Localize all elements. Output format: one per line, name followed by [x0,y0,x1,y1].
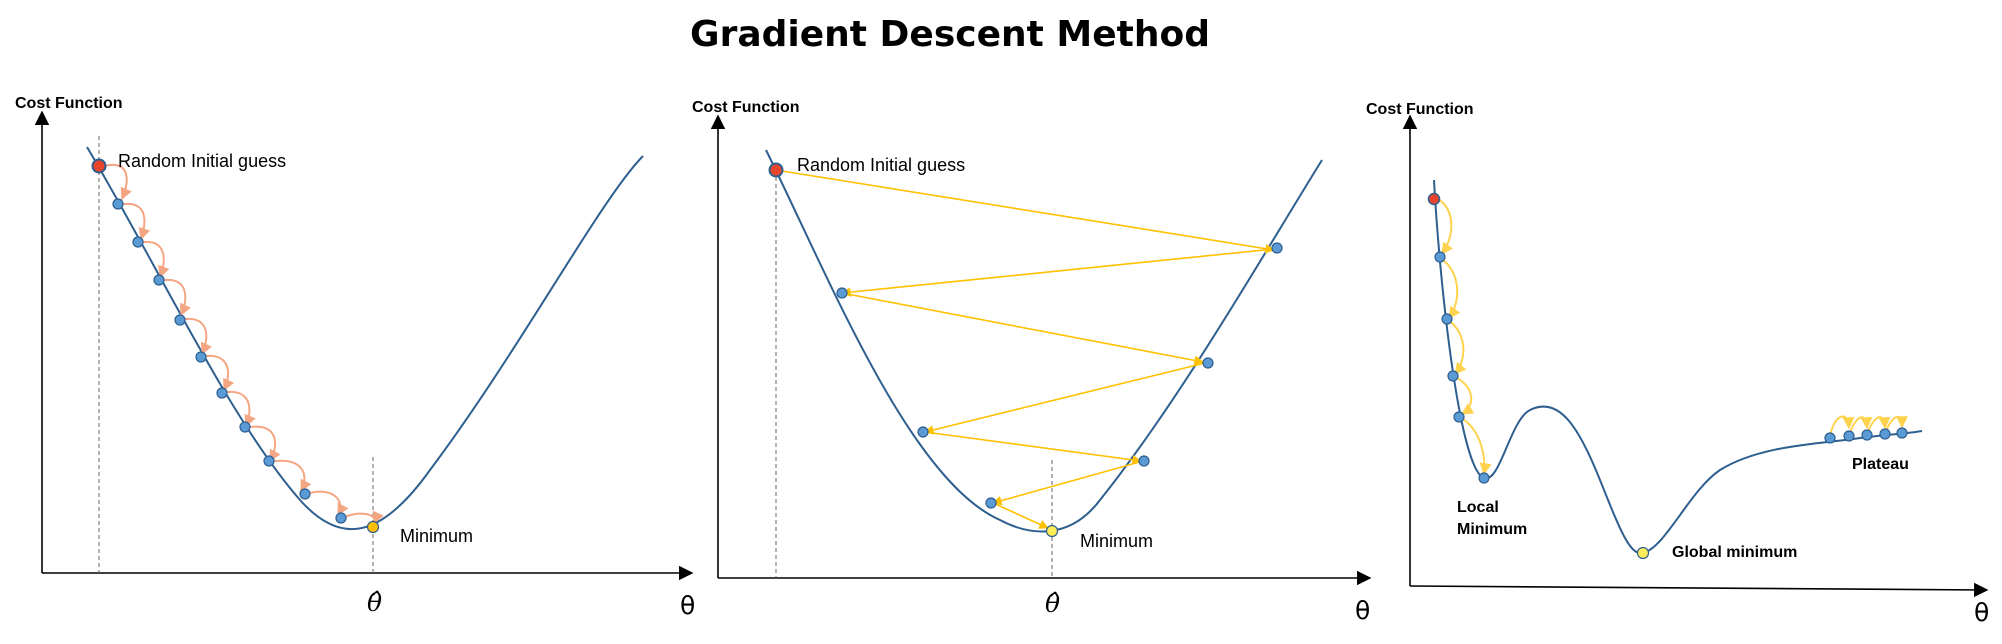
step-arrow [1437,198,1454,255]
panel-2-min-label: Minimum [1080,531,1153,551]
panel-3-step-point [1447,370,1459,382]
panel-1-cost-curve [86,146,644,531]
panel-1-step-arrows [103,163,384,525]
panel-2-start-label: Random Initial guess [797,155,965,175]
step-arrow [924,362,1206,435]
step-arrow [1439,257,1461,319]
panel-2-cost-curve [765,149,1323,533]
panel-1-y-axis-label: Cost Function [15,95,123,112]
panel-3-plateau-label: Plateau [1852,456,1909,473]
panel-2-x-axis-label: θ [1355,596,1370,625]
panel-1-min-label: Minimum [400,526,473,546]
panel-1-step-point [153,274,165,286]
step-arrow [268,459,312,493]
step-arrow [305,490,349,517]
panel-2-y-axis-label: Cost Function [692,99,800,116]
panel-2-step-point [985,497,997,509]
step-arrow [841,292,1204,366]
panel-3-local-min-label-line1: Local [1457,499,1499,516]
panel-3-plateau-point [1879,428,1891,440]
panel-2-theta-hat: θ̂ [1045,589,1060,618]
panel-2-step-point [1138,455,1150,467]
step-arrow [924,431,1142,465]
panel-1-step-point [132,236,144,248]
panel-3-global-min-point [1636,546,1650,560]
step-arrow [200,354,235,392]
panel-1-start-point [91,158,107,174]
step-arrow [775,169,1275,254]
step-arrow [341,510,384,525]
panel-3-start-point [1427,192,1441,206]
panel-2-start-point [768,162,784,178]
panel-2: Cost Function θ θ̂ Random Initial guess … [692,99,1372,625]
panel-1-step-point [335,512,347,524]
panel-3-plateau-point [1896,427,1908,439]
panel-3-x-axis [1409,582,1989,598]
panel-3-step-point [1441,313,1453,325]
panel-3-local-min-point [1478,472,1490,484]
panel-2-step-arrows [775,169,1275,529]
panel-2-min-point [1045,524,1059,538]
step-arrow [103,163,132,201]
panel-1-step-point [216,387,228,399]
step-arrow [221,390,256,428]
step-arrow [1829,415,1855,438]
panel-1-start-label: Random Initial guess [118,151,286,171]
panel-1-step-point [299,488,311,500]
panel-3-global-min-label: Global minimum [1672,544,1797,561]
panel-3-step-point [1453,411,1465,423]
step-arrow [992,460,1144,506]
step-arrow [117,202,151,241]
panel-1-step-point [112,198,124,210]
step-arrow [1460,417,1492,476]
panel-2-step-point [1271,242,1283,254]
panel-3-local-min-label-line2: Minimum [1457,521,1527,538]
step-arrow [244,425,281,463]
panel-1-step-point [263,455,275,467]
panel-3-cost-curve [1433,179,1923,555]
panel-1-theta-hat: θ̂ [367,588,382,617]
panel-3-y-axis-label: Cost Function [1366,101,1474,118]
panel-3-step-arrows [1437,198,1908,476]
diagram-title: Gradient Descent Method [690,14,1210,55]
step-arrow [137,240,170,279]
step-arrow [179,317,212,356]
step-arrow [1447,319,1467,375]
step-arrow [841,248,1275,297]
panel-3-plateau-point [1843,430,1855,442]
panel-2-step-point [1202,357,1214,369]
panel-2-step-point [836,287,848,299]
panel-1-min-point [366,520,380,534]
step-arrow [1453,375,1475,415]
panel-3-plateau-point [1824,432,1836,444]
panel-1-step-point [174,314,186,326]
panel-1-step-point [239,421,251,433]
panel-3: Cost Function θ Local Minimum Global min… [1366,101,1989,627]
step-arrow [992,502,1049,529]
panel-1-step-point [195,351,207,363]
panel-3-step-point [1434,251,1446,263]
step-arrow [158,278,191,317]
panel-2-step-point [917,426,929,438]
panel-1: Cost Function θ θ̂ Random [15,95,695,620]
panel-1-x-axis-label: θ [680,591,695,620]
panel-3-plateau-point [1861,429,1873,441]
panel-3-x-axis-label: θ [1974,598,1989,627]
